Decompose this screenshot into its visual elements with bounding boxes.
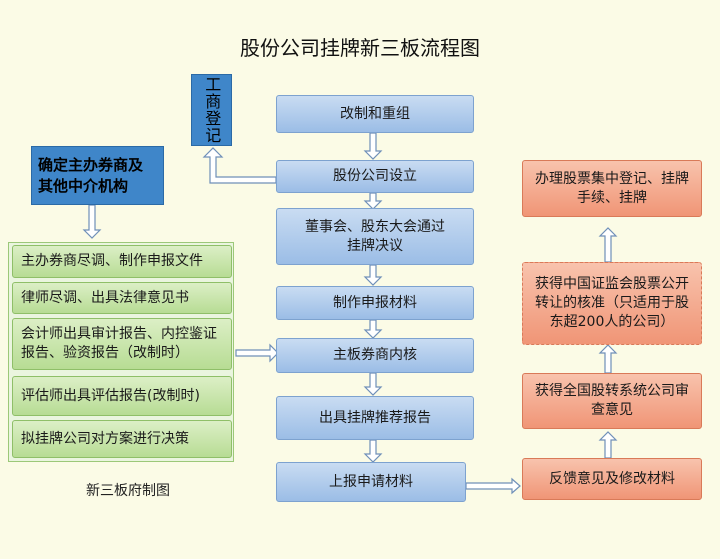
step-restructure: 改制和重组 [276, 95, 474, 133]
arrow-header-down [82, 204, 102, 239]
step-board-resolution: 董事会、股东大会通过挂牌决议 [276, 208, 474, 265]
step-prepare-materials: 制作申报材料 [276, 286, 474, 320]
left-step-appraiser: 评估师出具评估报告(改制时) [12, 376, 232, 416]
arrow-right-up-1 [598, 431, 618, 459]
step-feedback: 反馈意见及修改材料 [522, 458, 702, 500]
registration-box: 工商登记 [191, 74, 232, 146]
step-kernel-review: 主板券商内核 [276, 338, 474, 373]
intermediary-header: 确定主办券商及其他中介机构 [31, 146, 164, 205]
step-company-setup: 股份公司设立 [276, 160, 474, 193]
step-recommendation-report: 出具挂牌推荐报告 [276, 396, 474, 440]
arrow-left-to-kernel [235, 343, 279, 363]
arrow-main-2 [363, 192, 383, 210]
arrow-main-3 [363, 264, 383, 286]
diagram-caption: 新三板府制图 [86, 483, 170, 499]
step-system-review: 获得全国股转系统公司审查意见 [522, 373, 702, 429]
arrow-main-6 [363, 439, 383, 463]
left-step-accountant: 会计师出具审计报告、内控鉴证报告、验资报告（改制时） [12, 318, 232, 370]
step-csrc-approval: 获得中国证监会股票公开转让的核准（只适用于股东超200人的公司） [522, 262, 702, 345]
diagram-title: 股份公司挂牌新三板流程图 [240, 36, 480, 60]
arrow-main-5 [363, 372, 383, 396]
arrow-right-up-3 [598, 227, 618, 263]
registration-label: 工商登记 [202, 76, 222, 144]
arrow-to-registration [202, 147, 277, 184]
left-step-lawyer: 律师尽调、出具法律意见书 [12, 282, 232, 314]
arrow-right-up-2 [598, 344, 618, 374]
arrow-main-1 [363, 132, 383, 160]
arrow-main-4 [363, 319, 383, 339]
step-submit-application: 上报申请材料 [276, 462, 466, 502]
left-step-company-decision: 拟挂牌公司对方案进行决策 [12, 420, 232, 458]
arrow-to-feedback [465, 477, 521, 495]
left-step-broker: 主办券商尽调、制作申报文件 [12, 245, 232, 278]
step-listing: 办理股票集中登记、挂牌手续、挂牌 [522, 160, 702, 217]
